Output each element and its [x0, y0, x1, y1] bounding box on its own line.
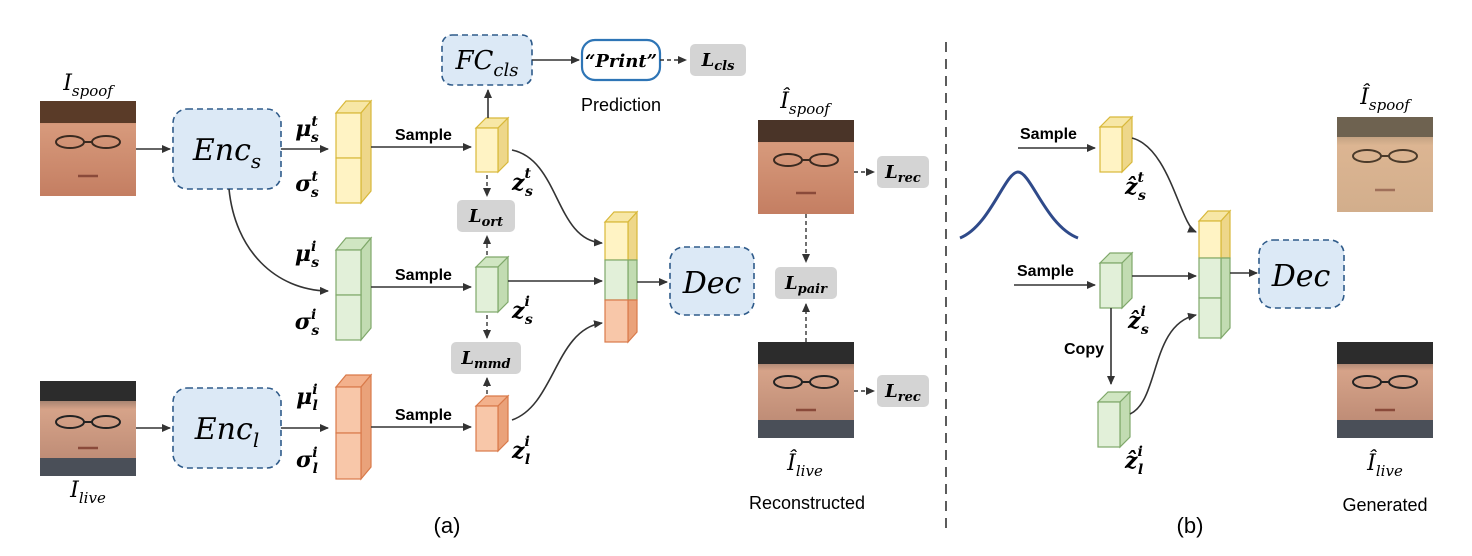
- stat-stack-spoof-t: [334, 99, 373, 205]
- sample-label-b-bottom: Sample: [1017, 263, 1074, 280]
- panel-b-caption: (b): [1177, 513, 1204, 538]
- z-hat-s-t-cube: [1098, 115, 1134, 174]
- loss-rec-bottom-badge: Lrec: [877, 375, 929, 407]
- sample-label-top: Sample: [395, 127, 452, 144]
- loss-ort-badge: Lort: [457, 200, 515, 232]
- sample-label-bottom: Sample: [395, 407, 452, 424]
- concat-stack-b: [1197, 209, 1232, 340]
- input-spoof-face: [40, 101, 136, 196]
- loss-cls-badge: Lcls: [690, 44, 746, 76]
- recon-caption: Reconstructed: [749, 493, 865, 513]
- z-l-i-cube: [474, 394, 510, 453]
- gen-spoof-face: [1337, 117, 1433, 212]
- gen-live-label: Îlive: [1366, 449, 1403, 480]
- prediction-caption: Prediction: [581, 95, 661, 115]
- encoder-live-box: Encl: [172, 387, 282, 469]
- loss-rec-top-badge: Lrec: [877, 156, 929, 188]
- fc-cls-box: FCcls: [441, 34, 533, 86]
- svg-text:Dec: Dec: [1271, 259, 1331, 294]
- loss-pair-badge: Lpair: [775, 267, 837, 299]
- recon-spoof-label: Îspoof: [779, 87, 832, 118]
- svg-text:Encl: Encl: [194, 412, 259, 452]
- input-live-face: [40, 381, 136, 476]
- concat-stack: [603, 210, 639, 344]
- sample-label-mid: Sample: [395, 267, 452, 284]
- sample-label-b-top: Sample: [1020, 126, 1077, 143]
- z-s-i-cube: [474, 255, 510, 314]
- gaussian-curve: [959, 170, 1079, 240]
- copy-label: Copy: [1064, 341, 1104, 358]
- gen-caption: Generated: [1342, 495, 1427, 515]
- gen-live-face: [1337, 342, 1433, 438]
- stat-stack-live-i: [334, 373, 373, 481]
- stat-stack-spoof-i: [334, 236, 373, 342]
- svg-text:Lort: Lort: [468, 206, 503, 230]
- svg-text:Lrec: Lrec: [884, 162, 921, 186]
- svg-text:Dec: Dec: [682, 266, 742, 301]
- gen-spoof-label: Îspoof: [1359, 83, 1412, 114]
- decoder-box-a: Dec: [669, 246, 755, 316]
- svg-text:Lmmd: Lmmd: [460, 348, 510, 372]
- z-hat-l-i-cube: [1096, 390, 1132, 449]
- recon-spoof-face: [758, 120, 854, 214]
- panel-a-caption: (a): [434, 513, 461, 538]
- svg-text:“Print”: “Print”: [585, 51, 657, 72]
- decoder-box-b: Dec: [1258, 239, 1345, 309]
- svg-text:Lrec: Lrec: [884, 381, 921, 405]
- svg-text:Lpair: Lpair: [784, 273, 828, 297]
- recon-live-label: Îlive: [786, 449, 823, 480]
- svg-text:FCcls: FCcls: [454, 46, 518, 81]
- prediction-box: “Print”: [580, 38, 662, 82]
- loss-mmd-badge: Lmmd: [451, 342, 521, 374]
- svg-text:Encs: Encs: [192, 133, 261, 173]
- input-live-label: Ilive: [69, 478, 106, 507]
- z-hat-s-i-cube: [1098, 251, 1134, 310]
- z-s-t-cube: [474, 116, 510, 174]
- input-spoof-label: Ispoof: [62, 71, 115, 100]
- encoder-spoof-box: Encs: [172, 108, 282, 190]
- svg-text:Lcls: Lcls: [701, 50, 736, 74]
- recon-live-face: [758, 342, 854, 438]
